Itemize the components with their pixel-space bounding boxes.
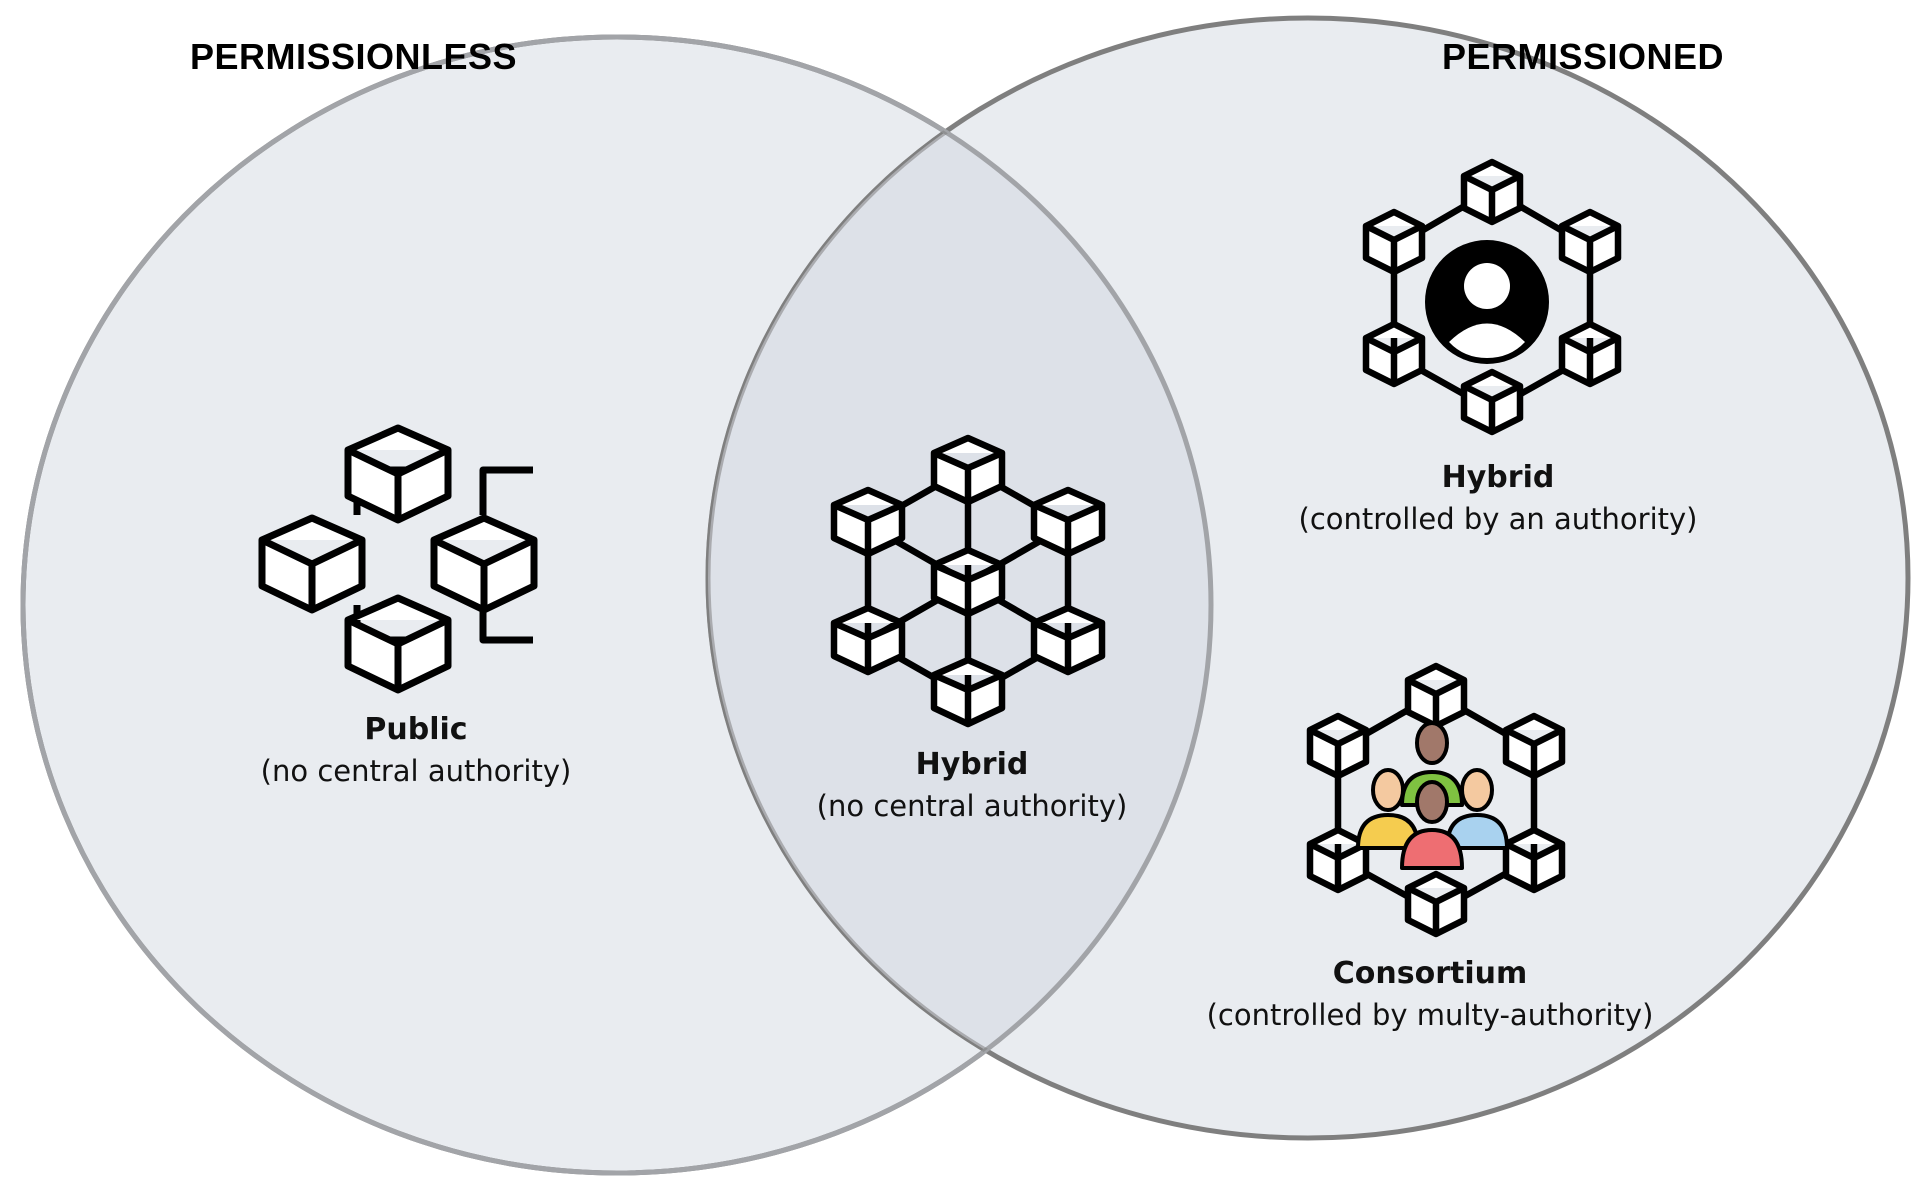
- permissionless-circle-outline: [20, 34, 1214, 1176]
- public-desc: (no central authority): [260, 754, 572, 788]
- people-group-icon: [1356, 721, 1509, 870]
- permissioned-circle-outline: [705, 37, 1211, 1141]
- hybrid-authority-name: Hybrid: [1441, 460, 1555, 495]
- hybrid-center-desc: (no central authority): [816, 789, 1128, 823]
- public-label: Public (no central authority): [136, 710, 696, 792]
- hexagon-network-icon: [834, 438, 1102, 724]
- public-name: Public: [364, 712, 468, 747]
- permissioned-title: PERMISSIONED: [1442, 36, 1725, 77]
- ring-network-icon: [262, 428, 534, 690]
- hybrid-center-name: Hybrid: [915, 747, 1029, 782]
- permissionless-title: PERMISSIONLESS: [190, 36, 518, 77]
- consortium-desc: (controlled by multy-authority): [1206, 998, 1654, 1032]
- hybrid-authority-label: Hybrid (controlled by an authority): [1218, 458, 1778, 540]
- hybrid-center-label: Hybrid (no central authority): [692, 745, 1252, 827]
- consortium-label: Consortium (controlled by multy-authorit…: [1150, 954, 1710, 1036]
- hybrid-authority-desc: (controlled by an authority): [1298, 502, 1698, 536]
- authority-network-icon: [1366, 162, 1618, 432]
- group-network-icon: [1310, 666, 1562, 934]
- person-avatar-icon: [1425, 240, 1549, 364]
- consortium-name: Consortium: [1332, 956, 1528, 991]
- overlap-region: [708, 37, 1211, 1138]
